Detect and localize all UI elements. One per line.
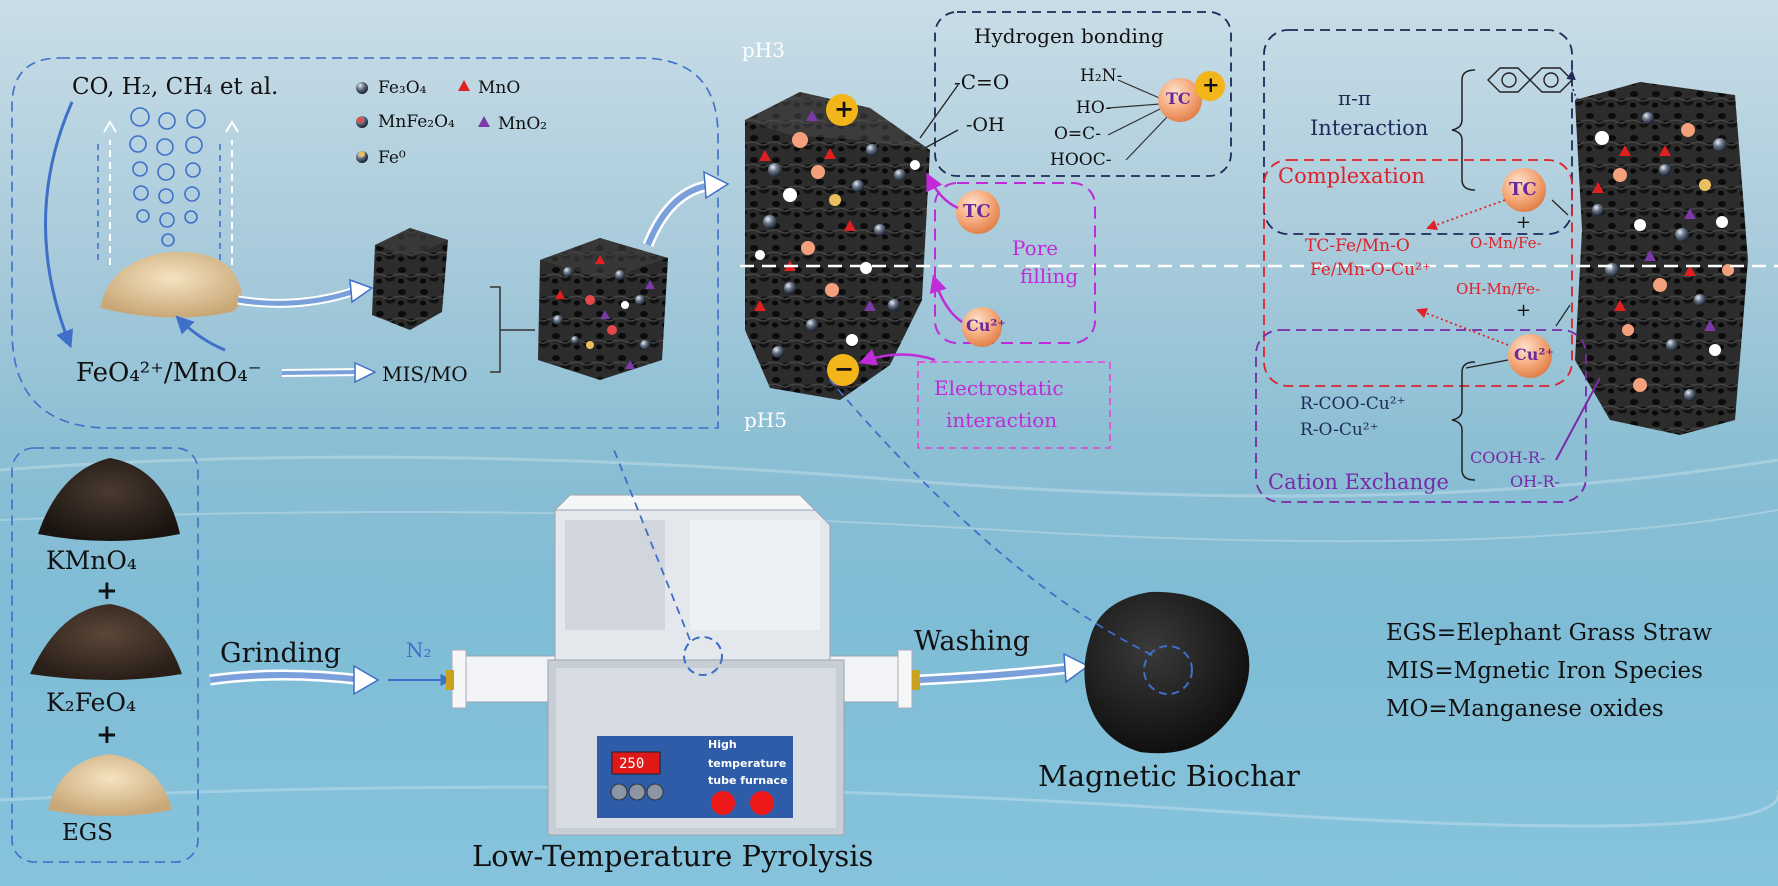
furnace-label-1: High [708,738,737,751]
abbrev-egs: EGS=Elephant Grass Straw [1386,620,1712,646]
plus-2: + [96,720,118,750]
egs-label: EGS [62,820,113,846]
group-h2n: H₂N- [1080,66,1123,86]
furnace-label-3: tube furnace [708,774,788,787]
tc-molecule-right: TC [1509,179,1537,200]
pore-label-1: Pore [1012,236,1059,260]
plus-marker-tc: + [1202,72,1220,97]
plus-1: + [96,576,118,606]
plus-marker: + [834,94,855,123]
legend-mno: MnO [478,78,521,98]
plain-biochar-cube [372,228,448,330]
plus-sign-bottom: + [1516,300,1532,321]
mis-mo-label: MIS/MO [382,362,468,386]
pi-pi-box [1263,29,1573,235]
pore-filling-box [934,182,1096,344]
cooh-r-label: COOH-R- [1470,448,1546,467]
legend-fe0: Fe⁰ [378,148,406,168]
electrostatic-label-2: interaction [946,408,1058,432]
loaded-biochar-cube [538,238,668,380]
n2-label: N₂ [406,638,432,662]
kmno4-label: KMnO₄ [46,546,137,575]
cu-ion-right: Cu²⁺ [1514,345,1554,364]
cu-ion-pore: Cu²⁺ [966,316,1006,335]
gases-label: CO, H₂, CH₄ et al. [72,74,279,100]
group-ho: HO- [1076,98,1112,118]
right-biochar-block [1575,82,1748,435]
synthesis-dashed-region [11,57,719,429]
minus-marker: − [834,354,855,383]
water-light-streaks [0,455,1778,828]
ph3-label: pH3 [742,38,785,62]
furnace-label-2: temperature [708,757,787,770]
complexation-label: Complexation [1278,164,1425,188]
legend-mno2: MnO₂ [498,114,548,134]
group-o-eq-c: O=C- [1054,124,1101,144]
pi-pi-label-2: Interaction [1310,116,1429,140]
k2feo4-pile [30,604,182,680]
cation-product-1: R-COO-Cu²⁺ [1300,394,1406,414]
aromatic-rings-icon [1487,67,1573,93]
complex-product-1: TC-Fe/Mn-O [1305,236,1410,256]
abbrev-mis: MIS=Mgnetic Iron Species [1386,658,1703,684]
washing-label: Washing [914,626,1031,657]
group-hooc: HOOC- [1050,150,1112,170]
cation-product-2: R-O-Cu²⁺ [1300,420,1379,440]
pyrolysis-label: Low-Temperature Pyrolysis [472,839,874,873]
group-c-eq-o: -C=O [954,70,1010,94]
magnetic-biochar-label: Magnetic Biochar [1038,759,1300,793]
magnetic-biochar-rock [1084,591,1250,754]
electrostatic-box [917,361,1111,449]
oh-mn-fe-label: OH-Mn/Fe- [1456,280,1541,298]
cation-exchange-label: Cation Exchange [1268,470,1449,494]
legend-fe3o4: Fe₃O₄ [378,78,427,98]
electrostatic-label-1: Electrostatic [934,376,1064,400]
egs-pile [48,754,172,816]
tc-molecule-hbond: TC [1166,89,1191,108]
pi-pi-label-1: π-π [1338,86,1372,110]
ph5-label: pH5 [744,408,787,432]
o-mn-fe-label: O-Mn/Fe- [1470,234,1542,252]
abbrev-mo: MO=Manganese oxides [1386,696,1664,722]
kmno4-pile [38,458,180,541]
k2feo4-label: K₂FeO₄ [46,688,136,717]
legend-mnfe2o4: MnFe₂O₄ [378,112,455,132]
pore-label-2: filling [1020,264,1079,288]
powder-pile [100,251,242,318]
hydrogen-bonding-box [934,11,1232,177]
complex-product-2: Fe/Mn-O-Cu²⁺ [1310,260,1431,280]
grinding-label: Grinding [220,638,342,669]
furnace-display: 250 [619,756,645,772]
tube-furnace [446,494,920,836]
gas-bubbles [129,107,206,247]
hydrogen-bonding-title: Hydrogen bonding [974,24,1164,48]
plus-sign-top: + [1516,212,1532,233]
group-oh: -OH [966,114,1005,136]
oxidant-label: FeO₄²⁺/MnO₄⁻ [76,358,262,388]
rising-gas-arrows [109,140,233,265]
tc-molecule-pore: TC [963,201,991,222]
complexation-box [1263,159,1573,387]
oh-r-label: OH-R- [1510,472,1560,491]
precursor-box [11,447,199,863]
gas-to-oxidant-arrow [44,101,74,349]
